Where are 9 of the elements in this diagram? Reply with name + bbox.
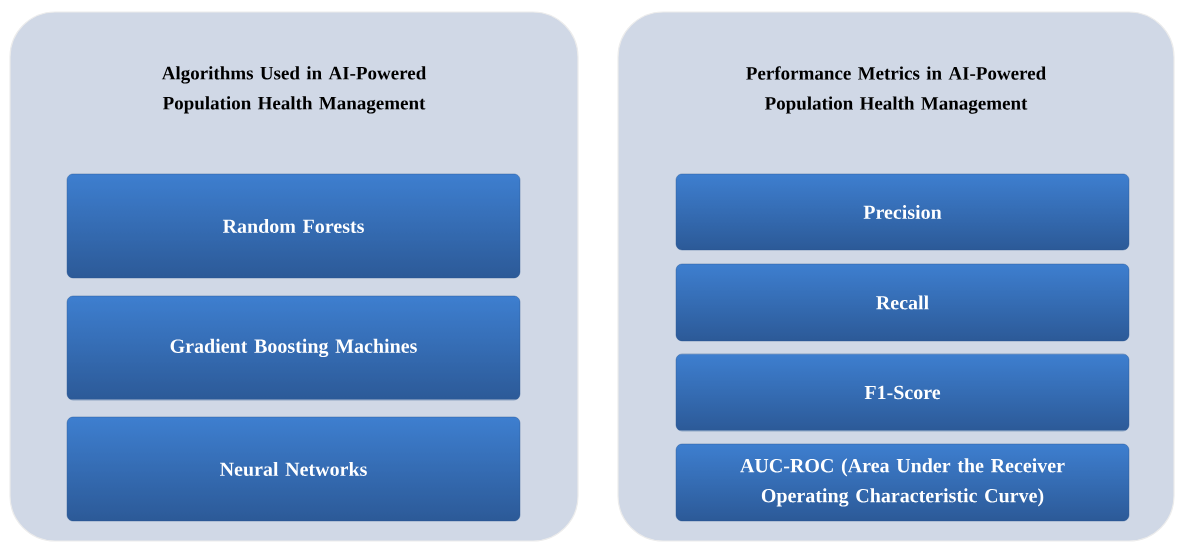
- process-box: Precision: [675, 173, 1130, 251]
- process-box: Neural Networks: [66, 416, 521, 522]
- panel-heading: Performance Metrics in AI-Powered Population Health Management: [746, 66, 1046, 114]
- process-box: F1-Score: [675, 353, 1130, 432]
- process-box: Gradient Boosting Machines: [66, 295, 521, 401]
- process-box: Random Forests: [66, 173, 521, 279]
- process-box: Recall: [675, 263, 1130, 342]
- process-box: AUC-ROC (Area Under the Receiver Operating Characteristic Curve): [675, 443, 1130, 522]
- panel-heading: Algorithms Used in AI-Powered Population Health Management: [161, 66, 427, 114]
